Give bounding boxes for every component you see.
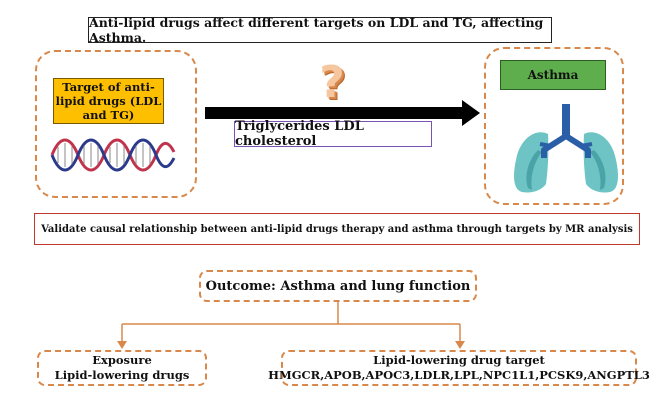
exposure-line2: Lipid-lowering drugs [54, 368, 190, 382]
validate-label-box: Validate causal relationship between ant… [34, 213, 640, 245]
outcome-connectors [117, 302, 465, 349]
asthma-group [484, 47, 624, 205]
question-icon: ? [319, 57, 345, 108]
drug-target-group [35, 50, 197, 198]
lipid-target-line1: Lipid-lowering drug target [373, 353, 545, 367]
diagram-title: Anti-lipid drugs affect different target… [88, 15, 552, 45]
exposure-box: Exposure Lipid-lowering drugs [37, 350, 207, 386]
exposure-line1: Exposure [92, 353, 152, 367]
asthma-label-box: Asthma [500, 60, 606, 90]
lipid-target-box: Lipid-lowering drug target HMGCR,APOB,AP… [268, 350, 650, 386]
outcome-box: Outcome: Asthma and lung function [199, 270, 477, 302]
dna-icon [50, 138, 176, 172]
mediator-label-box: Triglycerides LDL cholesterol [234, 119, 432, 149]
target-label-box: Target of anti-lipid drugs (LDL and TG) [53, 78, 164, 124]
lipid-target-line2: HMGCR,APOB,APOC3,LDLR,LPL,NPC1L1,PCSK9,A… [268, 368, 650, 382]
arrow-right-icon [205, 100, 480, 126]
lungs-icon [514, 104, 618, 193]
